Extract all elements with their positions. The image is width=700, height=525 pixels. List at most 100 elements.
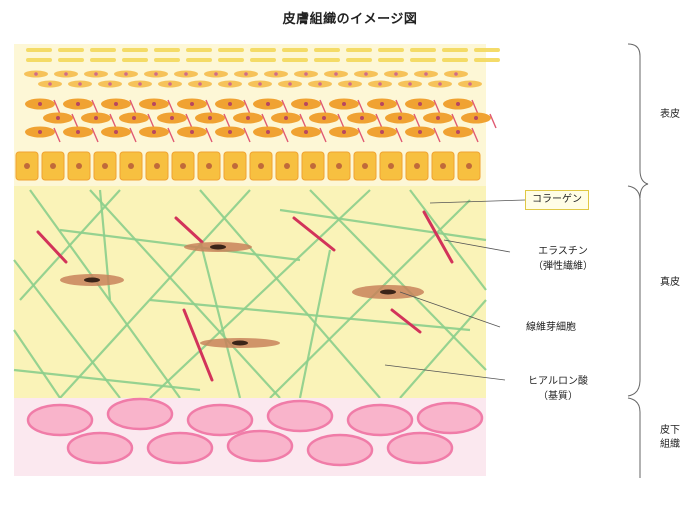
desmosome-spine [395, 99, 403, 115]
cell-nucleus [284, 116, 288, 120]
elastin-fiber [174, 216, 204, 244]
cell-nucleus [274, 72, 278, 76]
cell-nucleus [114, 130, 118, 134]
corneum-cell [474, 48, 500, 52]
cell-nucleus [322, 116, 326, 120]
collagen-fiber [13, 259, 121, 399]
desmosome-spine [395, 127, 403, 143]
corneum-cell [58, 58, 84, 62]
fibroblast-nucleus [84, 277, 100, 283]
cell-nucleus [466, 163, 472, 169]
corneum-cell [90, 48, 116, 52]
cell-nucleus [364, 72, 368, 76]
corneum-cell [410, 58, 436, 62]
desmosome-spine [205, 127, 213, 143]
cell-nucleus [304, 72, 308, 76]
diagram-title: 皮膚組織のイメージ図 [282, 12, 418, 27]
corneum-cell [122, 48, 148, 52]
cell-nucleus [228, 130, 232, 134]
desmosome-spine [71, 113, 79, 129]
desmosome-spine [109, 113, 117, 129]
desmosome-spine [451, 113, 459, 129]
cell-nucleus [228, 102, 232, 106]
cell-nucleus [436, 116, 440, 120]
cell-nucleus [246, 116, 250, 120]
cell-nucleus [258, 163, 264, 169]
cell-nucleus [398, 116, 402, 120]
epidermis-bracket [627, 43, 649, 199]
cell-nucleus [170, 116, 174, 120]
corneum-cell [90, 58, 116, 62]
subcutis-label-line1: 皮下 [660, 425, 680, 436]
cell-nucleus [190, 130, 194, 134]
subcutis-label-line2: 組織 [660, 439, 680, 450]
desmosome-spine [129, 127, 137, 143]
subcutis-layer-label: 皮下 組織 [650, 424, 690, 452]
collagen-fiber [399, 299, 487, 399]
desmosome-spine [53, 127, 61, 143]
elastin-label-line1: エラスチン [538, 246, 588, 257]
cell-nucleus [76, 163, 82, 169]
hyaluronic-leader [384, 364, 506, 381]
cell-nucleus [154, 163, 160, 169]
corneum-cell [58, 48, 84, 52]
corneum-cell [314, 48, 340, 52]
collagen-fiber [298, 249, 332, 399]
cell-nucleus [180, 163, 186, 169]
cell-nucleus [348, 82, 352, 86]
cell-nucleus [214, 72, 218, 76]
fibroblast-nucleus [380, 289, 396, 295]
desmosome-spine [129, 99, 137, 115]
cell-nucleus [438, 82, 442, 86]
corneum-cell [282, 58, 308, 62]
hyaluronic-label-line1: ヒアルロン酸 [528, 376, 588, 387]
corneum-cell [218, 48, 244, 52]
hyaluronic-label-line2: （基質） [538, 391, 578, 402]
fat-cell [66, 431, 134, 465]
dermis-bracket [627, 185, 641, 397]
cell-nucleus [284, 163, 290, 169]
fat-cell [106, 397, 174, 431]
cell-nucleus [76, 130, 80, 134]
fibroblast-label: 線維芽細胞 [526, 322, 576, 333]
desmosome-spine [357, 127, 365, 143]
cell-nucleus [184, 72, 188, 76]
desmosome-spine [53, 99, 61, 115]
collagen-fiber [59, 228, 301, 262]
cell-nucleus [138, 82, 142, 86]
cell-nucleus [228, 82, 232, 86]
corneum-cell [218, 58, 244, 62]
cell-nucleus [456, 130, 460, 134]
cell-nucleus [34, 72, 38, 76]
corneum-cell [122, 58, 148, 62]
fibroblast-leader [399, 291, 501, 328]
cell-nucleus [102, 163, 108, 169]
cell-nucleus [50, 163, 56, 169]
cell-nucleus [124, 72, 128, 76]
corneum-cell [154, 48, 180, 52]
fibroblast-nucleus [232, 340, 248, 346]
corneum-cell [186, 58, 212, 62]
cell-nucleus [456, 102, 460, 106]
collagen-fiber [198, 239, 242, 399]
desmosome-spine [167, 127, 175, 143]
cell-nucleus [336, 163, 342, 169]
cell-nucleus [232, 163, 238, 169]
elastin-label-line2: （弾性繊維） [533, 261, 593, 272]
epidermis-layer-label: 表皮 [660, 109, 680, 120]
corneum-cell [378, 48, 404, 52]
cell-nucleus [266, 102, 270, 106]
cell-nucleus [342, 102, 346, 106]
cell-nucleus [342, 130, 346, 134]
desmosome-spine [223, 113, 231, 129]
collagen-fiber [19, 189, 121, 301]
corneum-cell [26, 48, 52, 52]
fat-cell [346, 403, 414, 437]
desmosome-spine [433, 127, 441, 143]
cell-nucleus [152, 102, 156, 106]
desmosome-spine [185, 113, 193, 129]
cell-nucleus [418, 102, 422, 106]
cell-nucleus [454, 72, 458, 76]
collagen-fiber [29, 189, 181, 399]
